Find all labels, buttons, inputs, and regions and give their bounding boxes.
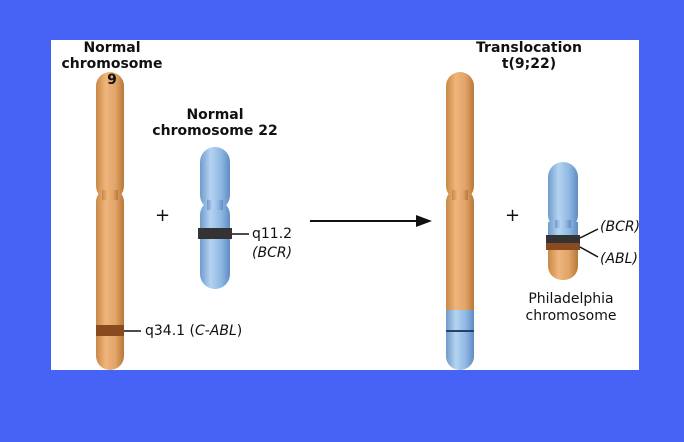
band-bcr <box>546 235 580 243</box>
label-abl-philadelphia: (ABL) <box>600 251 638 267</box>
label-bcr-philadelphia: (BCR) <box>600 219 641 235</box>
chromosome-22-title: Normal chromosome 22 <box>148 107 282 139</box>
plus-sign-right: + <box>505 205 521 226</box>
band-q34-1 <box>96 325 124 336</box>
leader-line-abl <box>579 246 599 258</box>
chromosome-22-title-line1: Normal <box>186 107 244 123</box>
chromosome-9-title-line2: chromosome 9 <box>61 56 163 88</box>
label-q34-prefix: q34.1 ( <box>145 323 195 339</box>
label-q11-2: q11.2 <box>252 226 293 242</box>
translocation-arrow <box>310 215 432 227</box>
plus-sign-left: + <box>155 205 171 226</box>
translocated-chromosome-9 <box>446 72 474 370</box>
normal-chromosome-22 <box>198 147 232 289</box>
chromosome-9-title-line1: Normal <box>83 40 141 56</box>
translocation-title: Translocation t(9;22) <box>466 40 592 72</box>
label-bcr-gene: (BCR) <box>252 245 293 261</box>
chromosome-9-title: Normal chromosome 9 <box>60 40 164 88</box>
philadelphia-chromosome <box>546 162 580 280</box>
band-q11-2 <box>198 228 232 239</box>
leader-line-bcr <box>579 228 599 239</box>
translocation-title-line1: Translocation <box>476 40 582 56</box>
philadelphia-caption-line1: Philadelphia <box>528 291 614 307</box>
philadelphia-caption-line2: chromosome <box>525 308 617 324</box>
band-abl <box>546 243 580 250</box>
label-q34-suffix: ) <box>236 323 243 339</box>
philadelphia-caption: Philadelphia chromosome <box>512 291 630 325</box>
label-c-abl-gene: C-ABL <box>194 323 237 339</box>
chromosome-22-title-line2: chromosome 22 <box>152 123 278 139</box>
label-q34-1: q34.1 (C-ABL) <box>145 323 242 340</box>
normal-chromosome-9 <box>96 72 124 370</box>
translocation-title-line2: t(9;22) <box>501 56 557 72</box>
diagram-panel <box>51 40 639 370</box>
